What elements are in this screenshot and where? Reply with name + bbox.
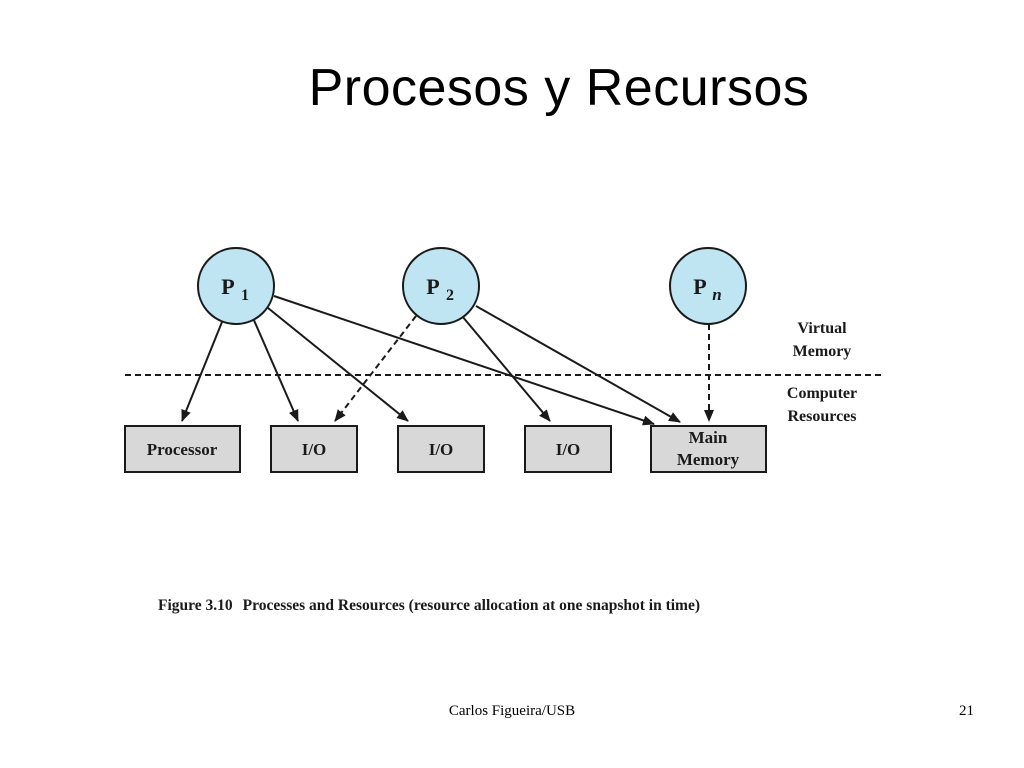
arrow-p1-io1 <box>252 317 299 422</box>
figure-caption: Figure 3.10 Processes and Resources (reso… <box>158 597 700 615</box>
resource-io-1-label: I/O <box>302 440 327 459</box>
computer-label-line1: Computer <box>787 385 857 402</box>
process-p2-subscript: 2 <box>446 287 454 304</box>
resource-processor: Processor <box>124 425 241 473</box>
allocation-arrows <box>181 295 714 426</box>
process-p2-letter: P <box>426 274 439 299</box>
resource-io-2-label: I/O <box>429 440 454 459</box>
process-p1-letter: P <box>221 274 234 299</box>
resource-io-1: I/O <box>270 425 358 473</box>
resource-memory-label-line1: Main <box>689 428 728 447</box>
resource-main-memory: Main Memory <box>650 425 767 473</box>
figure-caption-number: Figure 3.10 <box>158 597 233 614</box>
arrow-p2-memory <box>475 305 681 423</box>
process-p1-subscript: 1 <box>241 287 249 304</box>
process-pn-subscript: n <box>712 285 721 304</box>
process-p1: P 1 <box>197 247 275 325</box>
resource-processor-label: Processor <box>147 440 218 459</box>
arrow-p1-memory <box>273 295 655 426</box>
computer-label-line2: Resources <box>787 408 856 425</box>
arrow-p2-io1 <box>334 315 417 422</box>
virtual-memory-label: Virtual Memory <box>793 320 852 360</box>
process-p2: P 2 <box>402 247 480 325</box>
process-pn-letter: P <box>693 274 706 299</box>
figure-caption-text: Processes and Resources (resource alloca… <box>242 597 700 614</box>
slide-title: Procesos y Recursos <box>308 59 810 117</box>
arrow-p1-processor <box>181 321 223 422</box>
resource-io-2: I/O <box>397 425 485 473</box>
slide-page-number: 21 <box>959 703 974 719</box>
arrow-p2-io3 <box>461 315 551 422</box>
virtual-label-line1: Virtual <box>797 320 847 337</box>
resource-io-3-label: I/O <box>556 440 581 459</box>
process-pn: P n <box>669 247 747 325</box>
virtual-label-line2: Memory <box>793 343 852 360</box>
arrow-p1-io2 <box>267 307 409 422</box>
slide-footer-author: Carlos Figueira/USB <box>448 703 576 719</box>
resource-memory-label-line2: Memory <box>677 450 740 469</box>
computer-resources-label: Computer Resources <box>787 385 857 425</box>
resource-io-3: I/O <box>524 425 612 473</box>
